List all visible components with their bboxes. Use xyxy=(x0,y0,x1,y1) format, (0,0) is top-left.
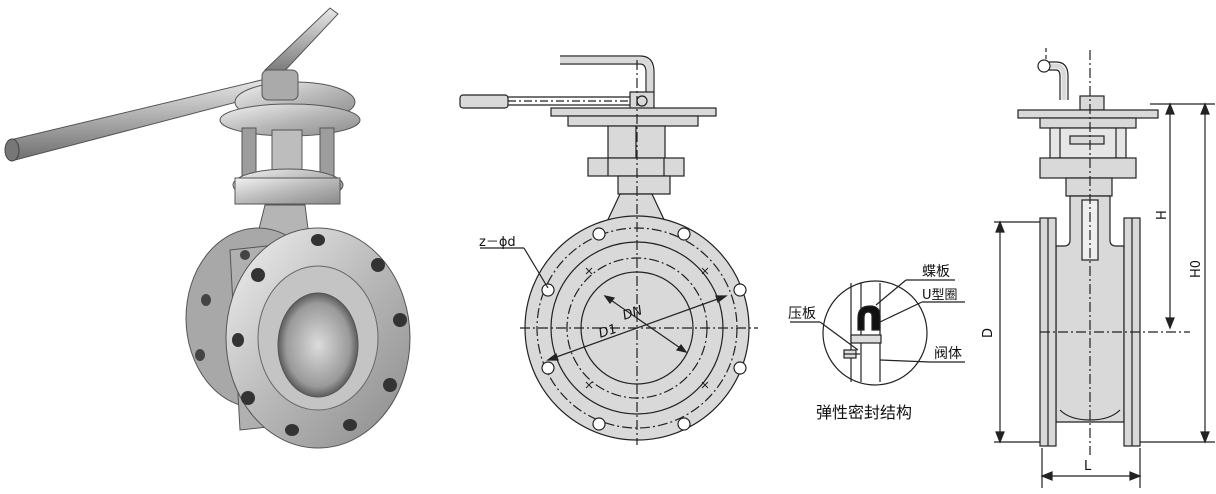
dim-l-label: L xyxy=(1084,459,1092,474)
valve-photo xyxy=(4,7,411,449)
valve-body-label: 阀体 xyxy=(934,346,962,362)
dim-h-label: H xyxy=(1155,210,1170,220)
valve-front-view xyxy=(459,55,758,445)
butterfly-plate-label: 蝶板 xyxy=(922,264,950,280)
u-ring-label: U型圈 xyxy=(922,288,958,303)
seal-caption: 弹性密封结构 xyxy=(816,403,912,422)
pressure-plate-label: 压板 xyxy=(788,306,816,322)
dim-d-label: D xyxy=(981,328,996,338)
valve-side-view xyxy=(994,48,1215,488)
bolt-hole xyxy=(541,227,747,431)
dim-h0-label: H0 xyxy=(1189,260,1204,278)
seal-detail xyxy=(790,279,965,386)
dn-label: DN xyxy=(621,303,645,323)
d1-label: D1 xyxy=(597,322,619,342)
bolt-holes-label: z－ϕd xyxy=(479,235,516,250)
